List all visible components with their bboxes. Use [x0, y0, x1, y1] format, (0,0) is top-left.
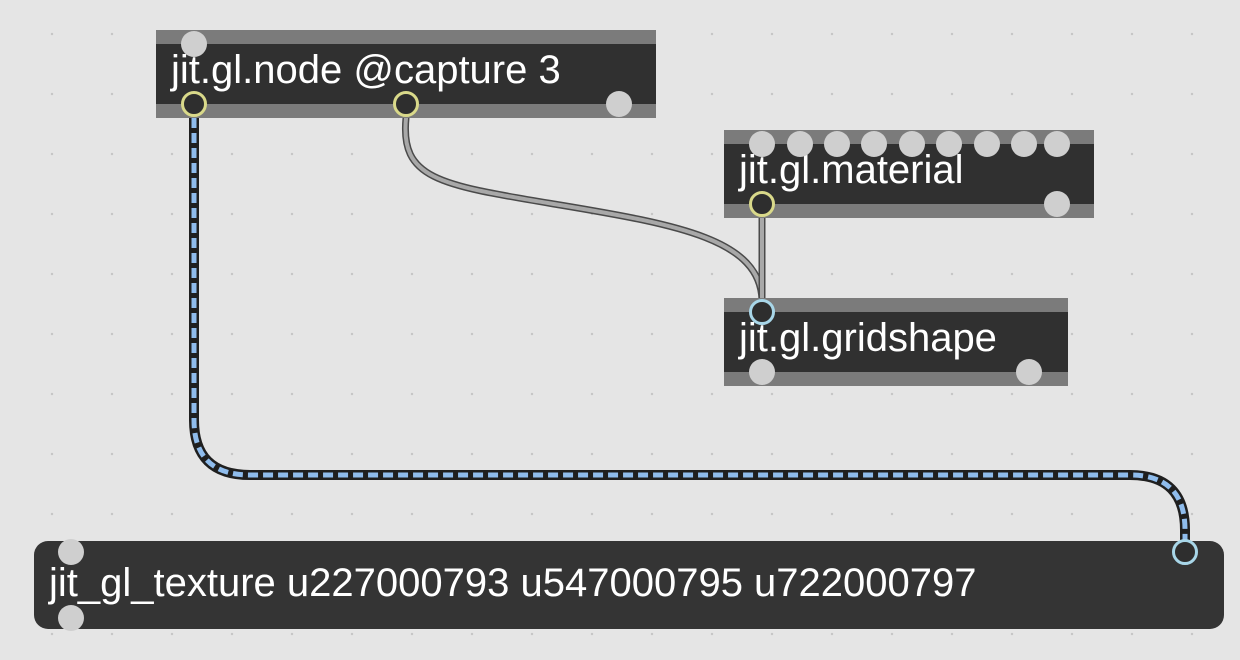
- patch-cord-node-to-gridshape[interactable]: [401, 114, 766, 304]
- inlet-0[interactable]: [181, 31, 207, 57]
- outlet-0[interactable]: [749, 359, 775, 385]
- inlet-8[interactable]: [1044, 131, 1070, 157]
- inlet-1[interactable]: [1172, 539, 1198, 565]
- object-jit-gl-material[interactable]: jit.gl.material: [724, 130, 1094, 218]
- inlet-0[interactable]: [749, 131, 775, 157]
- inlet-5[interactable]: [936, 131, 962, 157]
- object-jit-gl-node[interactable]: jit.gl.node @capture 3: [156, 30, 656, 118]
- inlet-3[interactable]: [861, 131, 887, 157]
- inlet-7[interactable]: [1011, 131, 1037, 157]
- outlet-1[interactable]: [1044, 191, 1070, 217]
- object-label: jit.gl.material: [739, 148, 964, 192]
- inlet-0[interactable]: [58, 539, 84, 565]
- outlet-0[interactable]: [58, 605, 84, 631]
- inlet-4[interactable]: [899, 131, 925, 157]
- message-label: jit_gl_texture u227000793 u547000795 u72…: [49, 561, 977, 605]
- outlet-1[interactable]: [393, 91, 419, 117]
- outlet-2[interactable]: [606, 91, 632, 117]
- inlet-1[interactable]: [787, 131, 813, 157]
- message-box-texture[interactable]: jit_gl_texture u227000793 u547000795 u72…: [34, 539, 1224, 631]
- object-label: jit.gl.gridshape: [739, 316, 997, 360]
- outlet-0[interactable]: [749, 191, 775, 217]
- object-jit-gl-gridshape[interactable]: jit.gl.gridshape: [724, 298, 1068, 386]
- outlet-1[interactable]: [1016, 359, 1042, 385]
- inlet-6[interactable]: [974, 131, 1000, 157]
- inlet-0[interactable]: [749, 299, 775, 325]
- outlet-0[interactable]: [181, 91, 207, 117]
- object-label: jit.gl.node @capture 3: [171, 48, 561, 92]
- inlet-2[interactable]: [824, 131, 850, 157]
